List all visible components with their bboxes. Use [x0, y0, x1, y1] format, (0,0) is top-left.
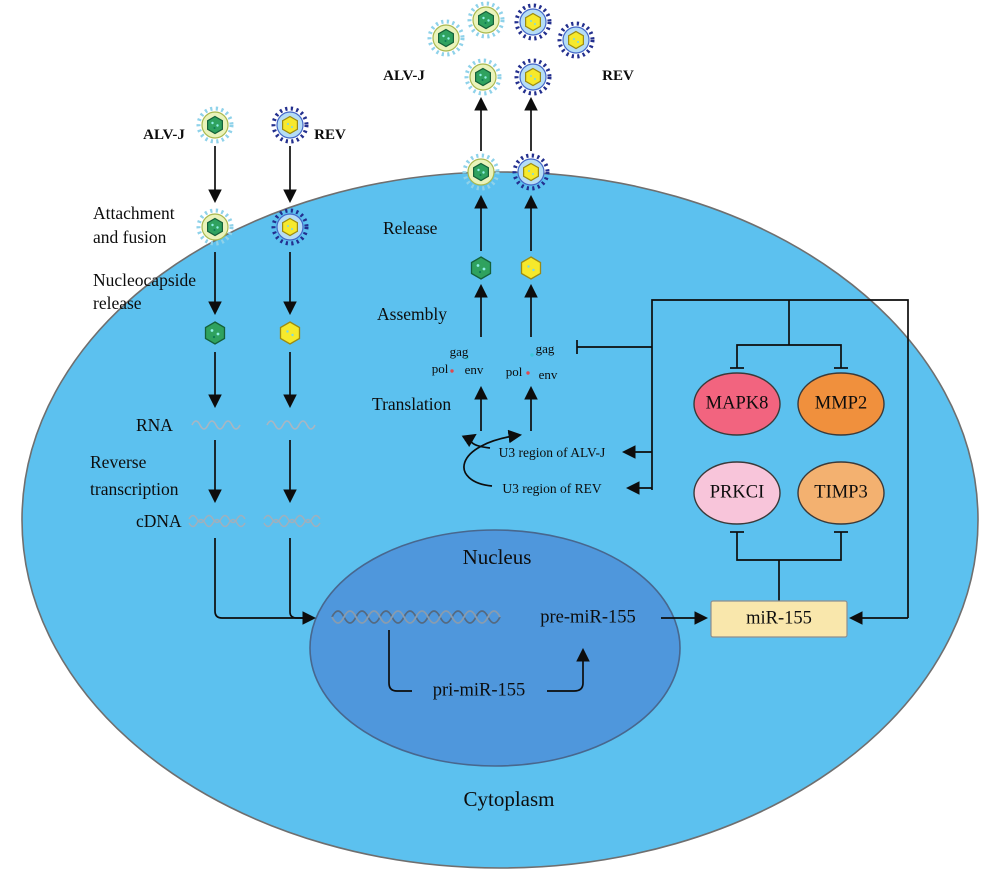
mirna-processing-arrows	[388, 611, 709, 692]
regulatory-network-lines	[576, 299, 909, 625]
release-label: Release	[383, 217, 438, 238]
pol-label-2: pol	[505, 364, 523, 380]
alvj-label-top: ALV-J	[383, 68, 425, 85]
pol-label-1: pol	[431, 361, 449, 377]
entry-pathway-arrows	[208, 146, 317, 625]
pre-mir155-label: pre-miR-155	[540, 607, 636, 628]
nucleocapside-label-line2: release	[93, 292, 142, 313]
nucleus-label: Nucleus	[462, 544, 532, 569]
gene-node-mapk8	[693, 372, 781, 436]
cdna-squiggles	[188, 514, 321, 528]
rna-squiggles	[191, 420, 316, 430]
mir155-label: miR-155	[746, 608, 812, 629]
gene-node-timp3	[797, 461, 885, 525]
gag-label-1: gag	[449, 344, 469, 360]
reverse-label-line2: transcription	[90, 478, 179, 499]
env-label-2: env	[538, 367, 558, 383]
gene-label-prkci: PRKCI	[709, 482, 765, 503]
translation-label: Translation	[372, 393, 452, 414]
alvj-label-left: ALV-J	[143, 127, 185, 144]
nucleus	[309, 529, 681, 767]
cytoplasm-label: Cytoplasm	[463, 786, 555, 811]
gene-label-timp3: TIMP3	[814, 482, 868, 503]
gene-node-mmp2	[797, 372, 885, 436]
env-label-1: env	[464, 362, 484, 378]
rev-label-left: REV	[314, 127, 346, 144]
viral-protein-dots	[450, 353, 534, 375]
attachment-label-line1: Attachment	[93, 202, 175, 223]
attachment-label-line2: and fusion	[93, 226, 167, 247]
gag-label-2: gag	[535, 341, 555, 357]
gene-label-mapk8: MAPK8	[705, 393, 769, 414]
reverse-label-line1: Reverse	[90, 451, 147, 472]
cell-membrane	[21, 171, 979, 869]
pri-mir155-label: pri-miR-155	[432, 680, 526, 701]
gene-node-prkci	[693, 461, 781, 525]
rev-label-top: REV	[602, 68, 634, 85]
rna-label: RNA	[136, 414, 173, 435]
cdna-label: cDNA	[136, 510, 182, 531]
nuclear-dna-icon	[331, 610, 501, 624]
u3-rev-label: U3 region of REV	[502, 480, 602, 496]
nucleocapside-label-line1: Nucleocapside	[93, 269, 197, 290]
gene-nodes	[693, 372, 885, 525]
egress-pathway-arrows	[461, 96, 538, 487]
gene-label-mmp2: MMP2	[814, 393, 868, 414]
u3-alvj-label: U3 region of ALV-J	[498, 444, 606, 460]
assembly-label: Assembly	[377, 303, 447, 324]
mir155-box	[710, 600, 848, 638]
